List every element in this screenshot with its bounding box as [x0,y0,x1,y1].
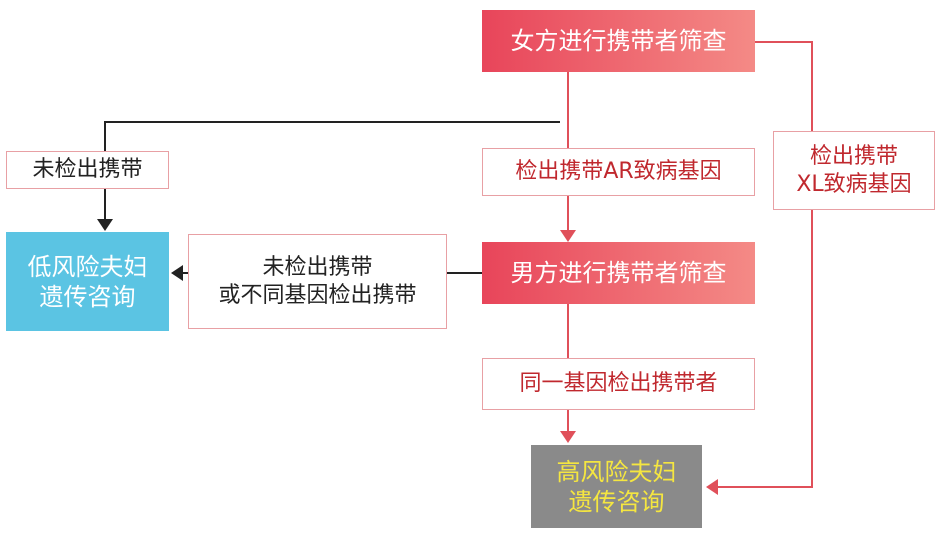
low-risk-line2: 遗传咨询 [39,282,136,311]
low-risk-node: 低风险夫妇 遗传咨询 [6,232,169,331]
arrowhead-to-high-risk-top [560,431,576,443]
label-xl-line2: XL致病基因 [796,171,912,197]
arrowhead-to-low-risk-side [171,265,183,281]
arrowhead-to-low-risk-top [97,219,113,231]
low-risk-line1: 低风险夫妇 [27,252,148,281]
label-xl-line1: 检出携带 [809,144,898,169]
arrowhead-to-high-risk-side [706,479,718,495]
edge-female-to-high-risk-xl [718,41,813,488]
label-not-detected-or-diff: 未检出携带 或不同基因检出携带 [188,234,447,329]
label-ar-detected: 检出携带AR致病基因 [482,148,755,196]
label-same-gene: 同一基因检出携带者 [482,358,755,410]
male-screening-node: 男方进行携带者筛查 [482,242,755,304]
high-risk-line2: 遗传咨询 [568,487,665,516]
female-screening-node: 女方进行携带者筛查 [482,10,755,72]
label-xl-detected: 检出携带 XL致病基因 [773,131,935,210]
label-not-detected-top: 未检出携带 [6,151,169,189]
arrowhead-to-male [560,230,576,242]
high-risk-node: 高风险夫妇 遗传咨询 [531,445,702,528]
label-nd-line1: 未检出携带 [262,255,373,280]
label-nd-line2: 或不同基因检出携带 [218,282,417,308]
high-risk-line1: 高风险夫妇 [556,457,677,486]
